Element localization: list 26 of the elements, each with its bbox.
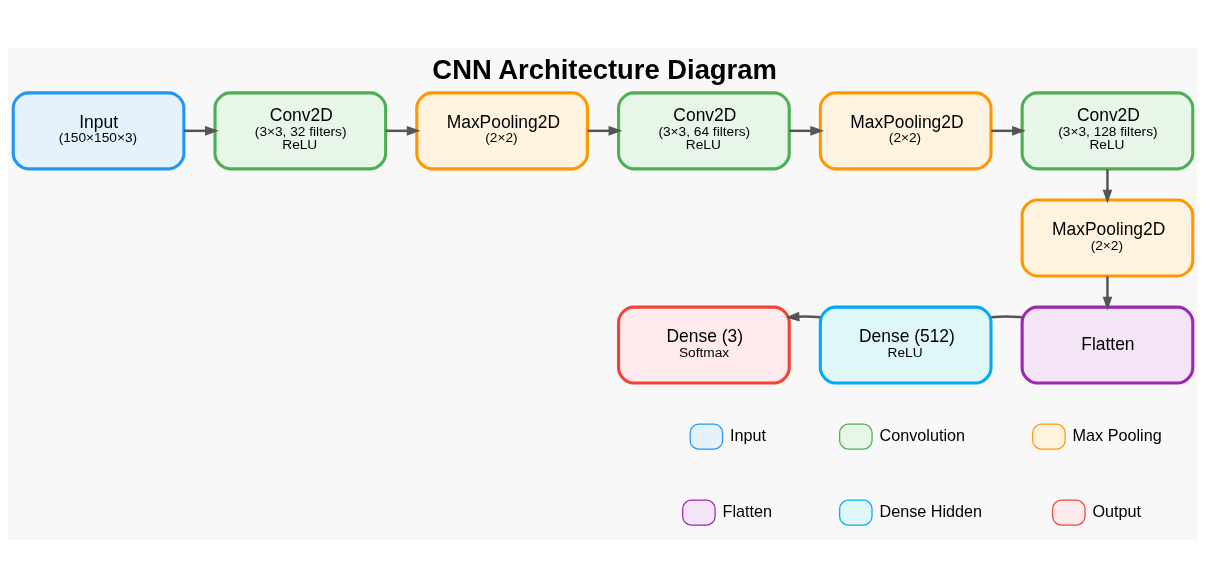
node-box: Dense (512) ReLU [818, 305, 993, 385]
legend-label: Convolution [879, 425, 966, 444]
node-box: Conv2D (3×3, 128 filters) ReLU [1020, 91, 1195, 171]
legend-label: Output [1092, 501, 1142, 520]
legend-label: Max Pooling [1072, 425, 1162, 444]
node-box: Conv2D (3×3, 64 filters) ReLU [617, 91, 791, 171]
node-box: MaxPooling2D (2×2) [818, 91, 993, 171]
node-box: Dense (3) Softmax [617, 305, 791, 385]
arrow [184, 126, 219, 136]
arrow [385, 126, 421, 136]
connector [991, 315, 1023, 319]
arrow [1102, 169, 1113, 204]
arrow [1102, 276, 1113, 311]
node-box: Input (150×150×3) [11, 91, 186, 171]
legend-label: Dense Hidden [879, 501, 983, 520]
arrow [789, 126, 825, 136]
diagram-title: CNN Architecture Diagram [432, 53, 777, 85]
arrow [587, 126, 623, 136]
node-box: Flatten [1020, 305, 1195, 385]
legend-label: Flatten [722, 501, 773, 520]
node-box: Conv2D (3×3, 32 filters) ReLU [213, 91, 388, 171]
node-box: MaxPooling2D (2×2) [1020, 198, 1195, 278]
arrow [991, 126, 1026, 136]
legend-label: Input [730, 425, 767, 444]
arrow [785, 311, 821, 322]
node-box: MaxPooling2D (2×2) [415, 91, 589, 171]
